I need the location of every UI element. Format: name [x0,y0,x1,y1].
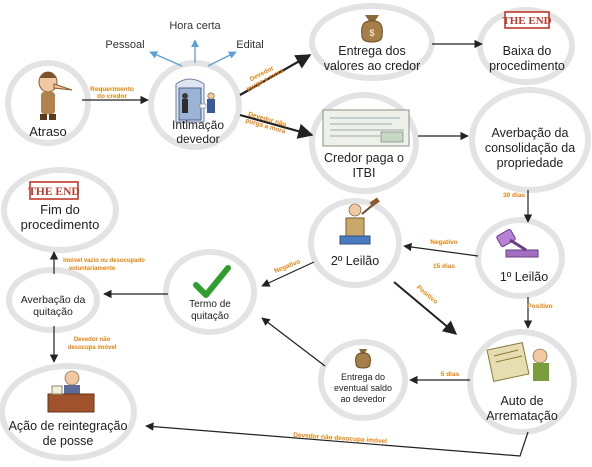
edge-negativo-1: Negativo [430,239,457,246]
credor-label-2: ITBI [353,166,376,180]
edge-nao-desocupa-2: desocupa imóvel [68,345,117,351]
svg-text:THE END: THE END [502,15,551,27]
entrega-label-1: Entrega dos [338,44,405,58]
hora-certa-label: Hora certa [169,20,221,32]
averb-quit-label-2: quitação [33,306,73,318]
leilao2-circle [308,198,402,288]
desk-man-icon [47,370,95,413]
acao-label-1: Ação de reintegração [9,419,128,433]
arrow-auto-acao [145,422,529,457]
eventual-circle [318,339,408,421]
edge-15-dias: 15 dias [433,263,455,270]
credor-circle [309,92,419,194]
edge-imovel-1: Imóvel vazio ou desocupado [63,258,145,264]
fim-circle [1,167,119,253]
edge-negativo-2: Negativo [273,258,301,275]
leilao2-label: 2º Leilão [331,254,379,268]
the-end-stamp-icon: THE END [502,11,552,29]
pessoal-label: Pessoal [105,39,144,51]
edge-requerimento-1: Requerimento [90,86,134,93]
the-end-stamp-icon: THE END [28,181,80,200]
acao-circle [0,363,137,461]
edge-nao-desocupa-1: Devedor não [74,337,111,343]
document-itbi-icon [322,109,410,147]
entrega-circle [309,3,435,81]
entrega-label-2: valores ao credor [324,59,421,73]
gavel-icon [496,229,539,258]
edge-positivo-1: Positivo [527,303,552,310]
baixa-label-2: procedimento [489,59,565,73]
devedor-label: devedor [176,132,219,146]
edge-imovel-2: voluntariamente [69,266,116,272]
blue-arrow-edital [207,51,237,67]
baixa-label-1: Baixa do [503,44,552,58]
eventual-label-2: eventual saldo [334,383,392,393]
termo-label-1: Termo de [189,299,231,310]
leilao1-circle [475,217,565,299]
arrow-leilao2-termo [261,261,315,287]
atraso-label: Atraso [29,124,67,139]
arrow-nao-purga [239,113,314,139]
edge-5-dias: 5 dias [441,371,460,378]
auctioneer-icon [339,197,380,245]
termo-circle [163,249,257,335]
edge-nao-desocupa-bottom: Devedor não desocupa imóvel [293,432,387,446]
averb-quit-circle [6,267,100,333]
auction-certificate-icon [486,342,549,382]
svg-text:THE END: THE END [28,186,79,198]
averbacao-label-1: Averbação da [492,126,569,140]
money-bag-icon [355,349,371,369]
blue-arrow-pessoal [149,51,183,67]
credor-label-1: Credor paga o [324,151,404,165]
door-delivery-icon [175,78,215,123]
auto-circle [467,329,577,435]
atraso-circle [5,60,91,146]
intimacao-label: Intimação [172,118,224,132]
arrow-leilao2-auto [393,281,458,335]
man-long-nose-icon [38,71,73,120]
auto-label-1: Auto de [500,394,543,408]
termo-label-2: quitação [191,311,229,322]
svg-text:$: $ [369,28,374,38]
arrow-eventual-termo [261,317,326,367]
check-mark-icon [193,265,231,298]
arrow-purga [239,54,312,96]
leilao1-label: 1º Leilão [500,270,548,284]
averbacao-label-3: propriedade [497,156,564,170]
acao-label-2: de posse [43,434,94,448]
eventual-label-1: Entrega do [341,372,385,382]
edge-30-dias: 30 dias [503,192,525,199]
arrow-leilao1-leilao2 [403,242,479,257]
eventual-label-3: ao devedor [340,394,385,404]
fim-label-2: procedimento [21,217,100,232]
money-bag-icon: $ [361,15,383,43]
fim-label-1: Fim do [40,202,80,217]
auto-label-2: Arrematação [486,409,558,423]
averbacao-circle [469,87,591,193]
edge-requerimento-2: do credor [97,93,127,100]
averb-quit-label-1: Averbação da [21,294,86,306]
edital-label: Edital [236,39,264,51]
averbacao-label-2: consolidação da [485,141,575,155]
